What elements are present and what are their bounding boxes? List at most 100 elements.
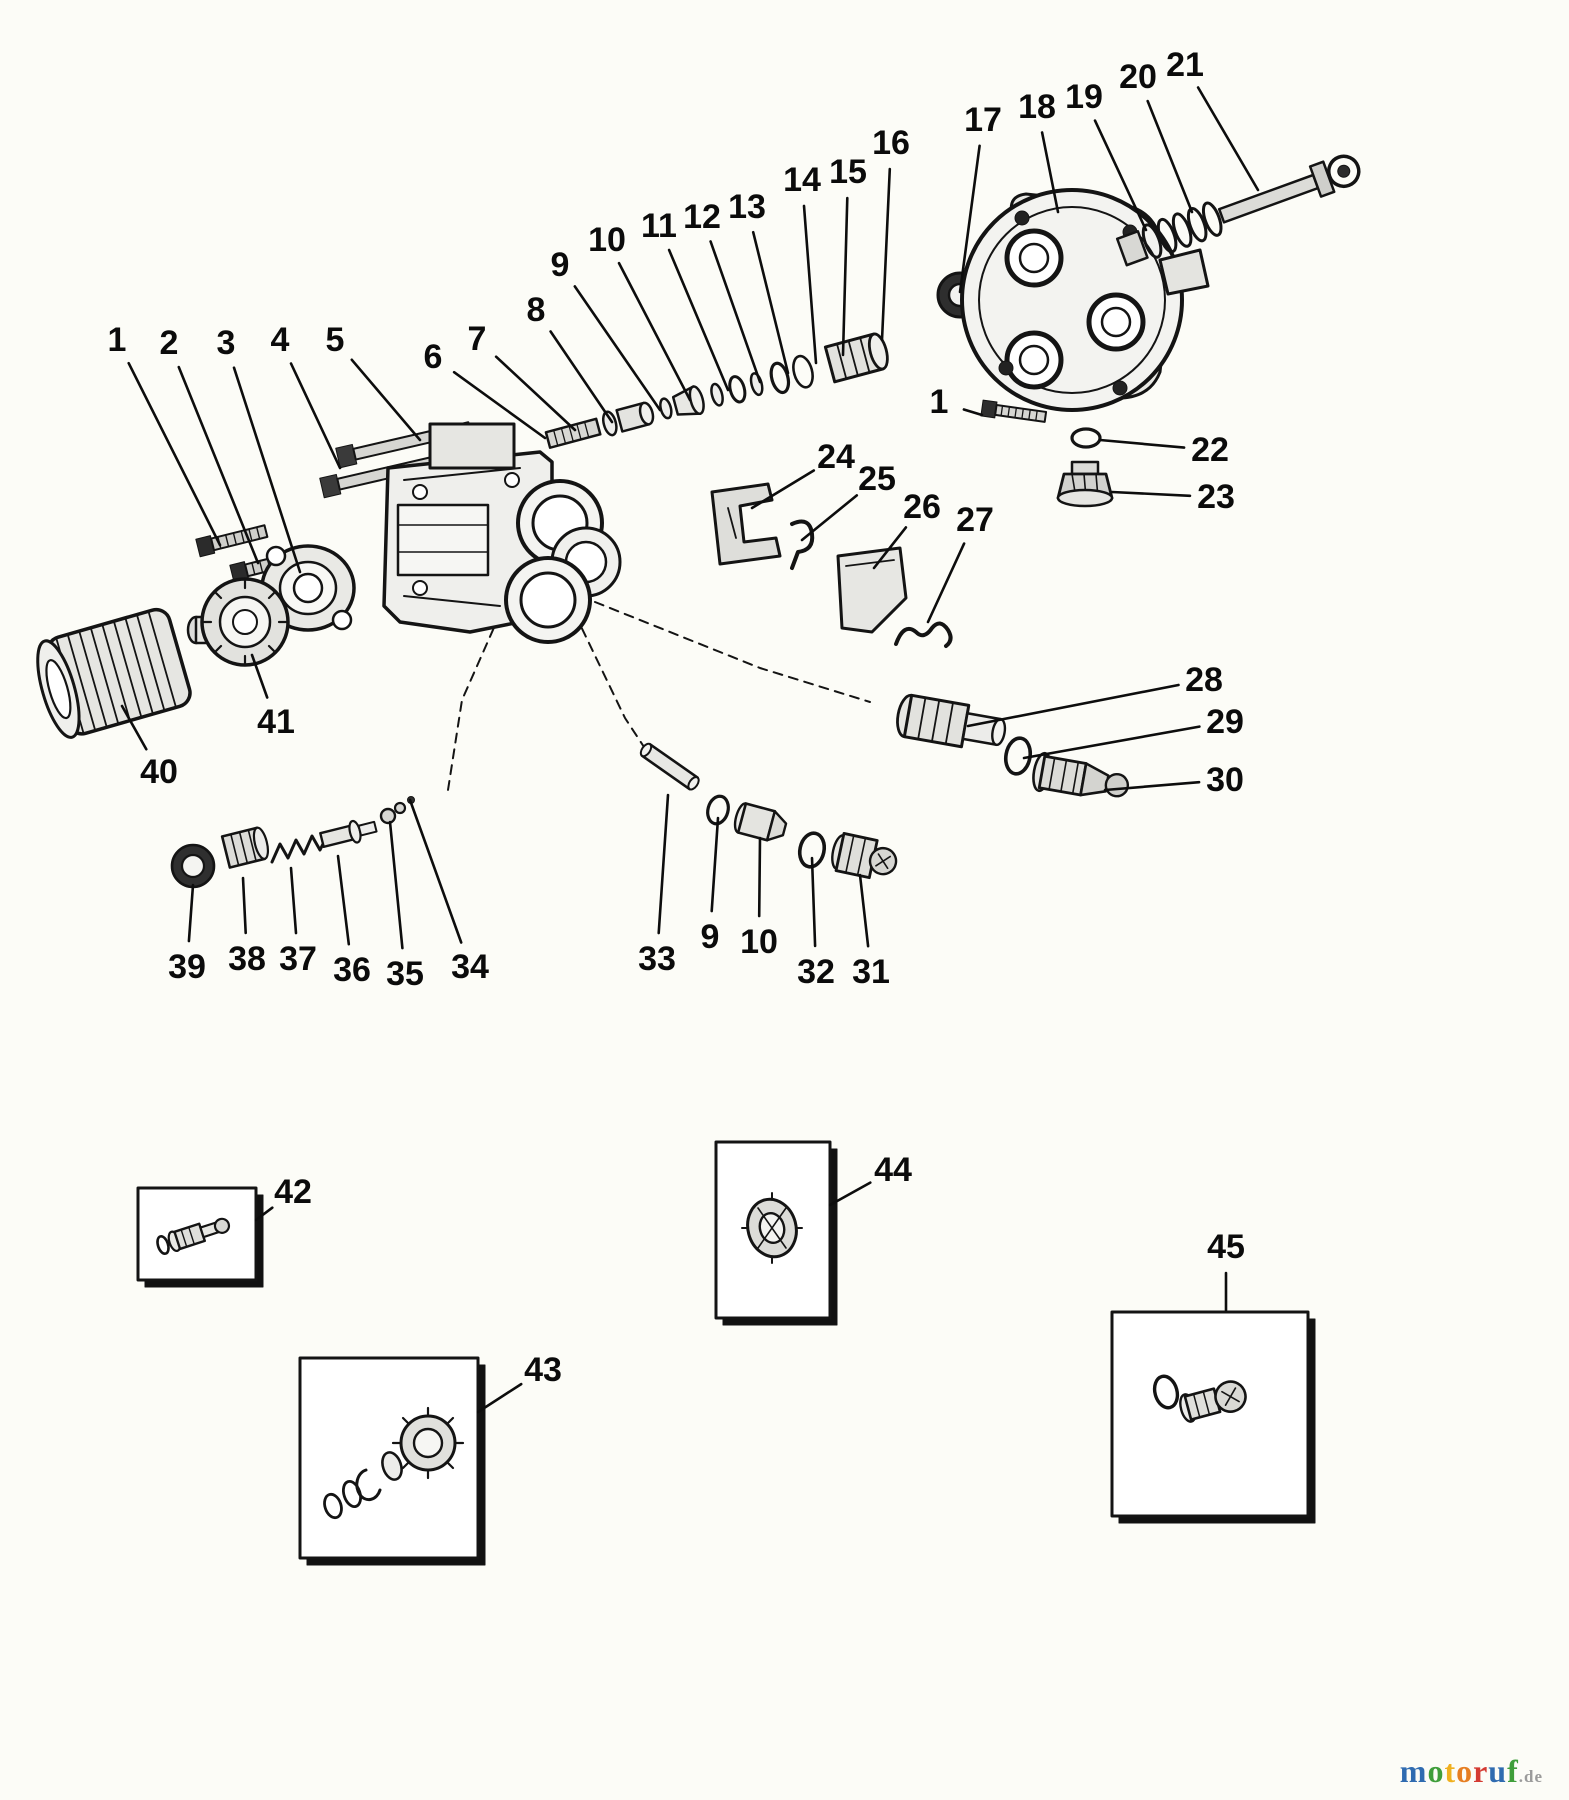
- spring-clip-drawing: [790, 519, 815, 570]
- oring-32-drawing: [797, 831, 827, 869]
- wire-clip-drawing: [894, 621, 953, 648]
- callout-label-17: 17: [964, 101, 1002, 139]
- watermark-logo[interactable]: motoruf.de: [1400, 1753, 1543, 1790]
- callout-label-19: 19: [1065, 78, 1103, 116]
- leader-line-14: [802, 204, 818, 365]
- callout-label-8: 8: [527, 291, 546, 329]
- callout-label-13: 13: [728, 188, 766, 226]
- callout-label-42: 42: [274, 1173, 312, 1211]
- cover-plate-drawing: [836, 546, 908, 634]
- piston-shaft-drawing: [1115, 154, 1361, 267]
- coupler-drawing: [186, 577, 290, 667]
- leader-line-1: [127, 361, 222, 547]
- construction-lines: [447, 601, 871, 791]
- leader-line-2: [177, 365, 260, 565]
- leader-line-32: [810, 856, 817, 948]
- callout-label-18: 18: [1018, 88, 1056, 126]
- leader-line-40: [120, 704, 148, 751]
- watermark-letter-o: o: [1456, 1753, 1474, 1789]
- callout-label-15: 15: [829, 153, 867, 191]
- callout-label-21: 21: [1166, 46, 1204, 84]
- callout-label-35: 35: [386, 955, 424, 993]
- inset-box-44: [714, 1140, 838, 1326]
- leader-line-16: [880, 167, 892, 342]
- callout-label-22: 22: [1191, 431, 1229, 469]
- callout-label-6: 6: [424, 338, 443, 376]
- leader-line-21: [1196, 86, 1260, 192]
- leader-line-9: [710, 816, 720, 913]
- leader-line-8: [549, 330, 614, 424]
- leader-line-11: [667, 248, 730, 392]
- mounting-bolt-1-drawing: [195, 524, 269, 558]
- callout-label-34: 34: [451, 948, 489, 986]
- callout-label-30: 30: [1206, 761, 1244, 799]
- manifold-drawing: [382, 422, 622, 644]
- leader-line-10: [617, 261, 692, 402]
- leader-line-15: [841, 196, 849, 357]
- callout-label-11: 11: [641, 207, 677, 245]
- callout-label-41: 41: [257, 703, 295, 741]
- leader-line-10: [757, 836, 762, 918]
- callout-label-14: 14: [783, 161, 821, 199]
- callout-label-28: 28: [1185, 661, 1223, 699]
- callout-label-12: 12: [683, 198, 721, 236]
- leader-line-33: [657, 793, 670, 935]
- inset-box-42: [136, 1186, 264, 1288]
- watermark-letter-f: f: [1507, 1753, 1519, 1789]
- callout-label-37: 37: [279, 940, 317, 978]
- callout-label-16: 16: [872, 124, 910, 162]
- callout-label-10: 10: [740, 923, 778, 961]
- leader-line-44: [828, 1181, 872, 1207]
- callout-label-38: 38: [228, 940, 266, 978]
- leader-line-30: [1103, 780, 1201, 792]
- watermark-letter-t: t: [1444, 1753, 1457, 1789]
- leader-line-38: [241, 876, 247, 935]
- leader-line-34: [408, 798, 463, 944]
- chemical-valve-train-drawing: [170, 796, 415, 889]
- callout-label-9: 9: [701, 918, 720, 956]
- cap-31-drawing: [831, 832, 898, 880]
- callout-label-39: 39: [168, 948, 206, 986]
- callout-label-44: 44: [874, 1151, 912, 1189]
- leader-line-19: [1093, 119, 1148, 232]
- leader-line-6: [452, 370, 547, 440]
- leader-line-4: [289, 362, 342, 470]
- leader-line-17: [958, 144, 981, 294]
- outlet-fitting-drawing: [1032, 751, 1130, 798]
- watermark-letter-o: o: [1427, 1753, 1445, 1789]
- pump-head-drawing: [960, 188, 1210, 412]
- callout-label-2: 2: [160, 324, 179, 362]
- leader-line-35: [388, 820, 404, 950]
- inset-box-45: [1110, 1310, 1316, 1524]
- callout-label-27: 27: [956, 501, 994, 539]
- leader-line-41: [250, 653, 269, 699]
- callout-label-24: 24: [817, 438, 855, 476]
- leader-line-26: [872, 526, 908, 570]
- watermark-suffix: .de: [1518, 1767, 1543, 1786]
- leader-line-28: [966, 683, 1180, 728]
- leader-line-24: [750, 469, 816, 510]
- callout-label-26: 26: [903, 488, 941, 526]
- watermark-letter-m: m: [1399, 1753, 1428, 1789]
- callout-label-45: 45: [1207, 1228, 1245, 1266]
- callout-label-10: 10: [588, 221, 626, 259]
- callout-label-32: 32: [797, 953, 835, 991]
- leader-line-27: [926, 542, 966, 624]
- leader-line-29: [1022, 725, 1201, 760]
- watermark-letter-u: u: [1488, 1753, 1508, 1789]
- leader-line-43: [476, 1382, 523, 1414]
- callout-label-29: 29: [1206, 703, 1244, 741]
- callout-label-20: 20: [1119, 58, 1157, 96]
- callout-label-23: 23: [1197, 478, 1235, 516]
- callout-label-25: 25: [858, 460, 896, 498]
- callout-label-7: 7: [468, 320, 487, 358]
- callout-label-4: 4: [271, 321, 290, 359]
- plug-drawing: [1056, 460, 1114, 508]
- inset-box-43: [298, 1356, 486, 1566]
- leader-line-18: [1040, 131, 1060, 214]
- leader-line-5: [350, 358, 422, 442]
- callout-label-40: 40: [140, 753, 178, 791]
